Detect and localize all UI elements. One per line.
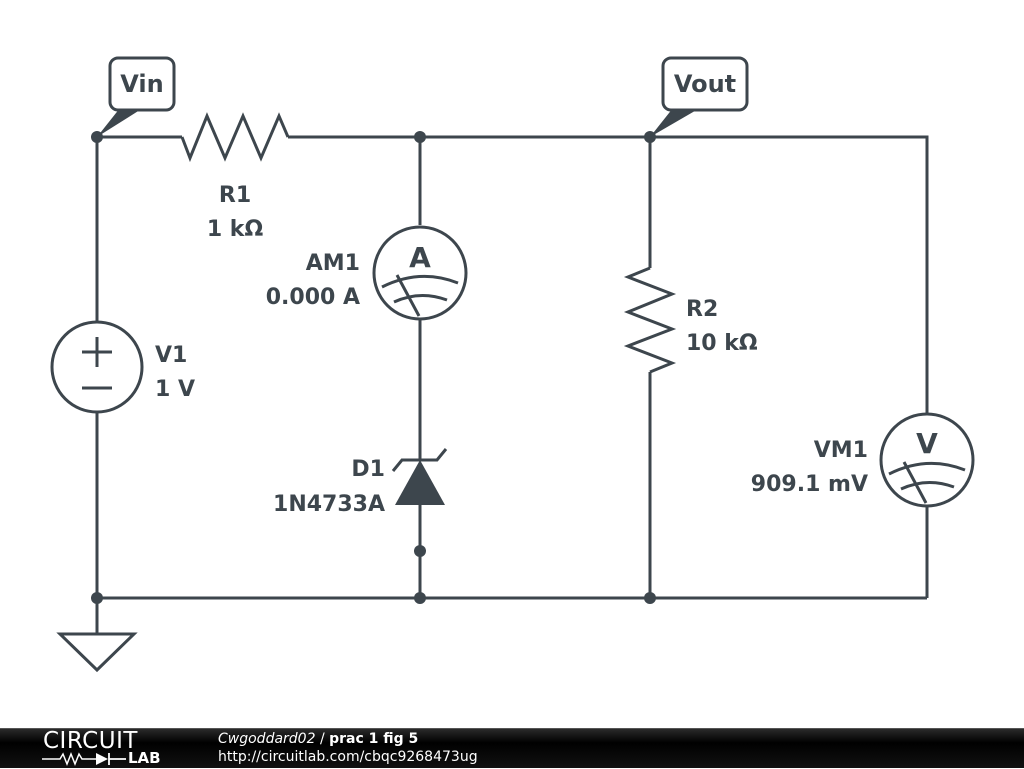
- voltmeter-vm1[interactable]: V VM1 909.1 mV: [751, 412, 975, 508]
- voltage-source-v1-name: V1: [155, 343, 187, 368]
- net-label-box: [108, 56, 176, 112]
- schematic-canvas: Vin Vout R1 1 kΩ V1 1 V A AM1 0.000 A D1…: [50, 56, 975, 673]
- voltmeter-vm1-value: 909.1 mV: [751, 472, 868, 497]
- zener-cathode-bar: [391, 448, 448, 472]
- voltmeter-letter: V: [916, 427, 938, 460]
- meter-scale-icon: [381, 274, 459, 317]
- logo-text-lab: LAB: [128, 749, 161, 767]
- ammeter-am1-name: AM1: [306, 251, 360, 276]
- circuit-url[interactable]: http://circuitlab.com/cbqc9268473ug: [218, 749, 478, 765]
- junction-dot: [414, 592, 426, 604]
- circuit-title[interactable]: prac 1 fig 5: [329, 731, 419, 747]
- net-label-pointer: [97, 108, 143, 137]
- resistor-r2-name: R2: [686, 297, 718, 322]
- wire-top-right: [288, 135, 929, 415]
- separator: /: [315, 731, 330, 747]
- resistor-diode-logo-icon: [42, 751, 126, 767]
- ground-icon: [56, 632, 138, 673]
- ammeter-letter: A: [409, 241, 431, 274]
- junction-dot: [91, 592, 103, 604]
- resistor-r2[interactable]: R2 10 kΩ: [623, 266, 758, 374]
- circuit-meta: Cwgoddard02 / prac 1 fig 5 http://circui…: [218, 730, 478, 766]
- resistor-r2-value: 10 kΩ: [686, 331, 758, 356]
- circuit-schematic: Vin Vout R1 1 kΩ V1 1 V A AM1 0.000 A D1…: [50, 56, 975, 673]
- resistor-r1[interactable]: R1 1 kΩ: [180, 112, 290, 242]
- net-label-text: Vout: [674, 70, 736, 98]
- diode-triangle-icon: [395, 460, 445, 505]
- voltmeter-vm1-name: VM1: [814, 438, 868, 463]
- voltage-source-v1[interactable]: V1 1 V: [50, 320, 195, 414]
- resistor-r2-symbol: [623, 266, 677, 374]
- resistor-r1-name: R1: [219, 183, 251, 208]
- net-label-vin[interactable]: Vin: [97, 56, 176, 137]
- zener-diode-d1[interactable]: D1 1N4733A: [273, 448, 448, 517]
- resistor-r1-value: 1 kΩ: [207, 217, 264, 242]
- voltage-source-v1-value: 1 V: [155, 377, 195, 402]
- junction-dot: [644, 592, 656, 604]
- ammeter-am1-symbol: [372, 225, 468, 321]
- zener-diode-d1-name: D1: [351, 457, 385, 482]
- zener-diode-d1-value: 1N4733A: [273, 492, 385, 517]
- resistor-r1-symbol: [180, 112, 290, 163]
- wires: [95, 135, 929, 633]
- net-label-box: [661, 56, 749, 112]
- ammeter-am1[interactable]: A AM1 0.000 A: [266, 225, 468, 321]
- net-label-text: Vin: [120, 70, 163, 98]
- author-link[interactable]: Cwgoddard02: [218, 731, 316, 747]
- logo-text-circuit: CIRCUIT: [43, 728, 138, 754]
- footer-bar: CIRCUIT LAB Cwgoddard02 / prac 1 fig 5 h…: [0, 728, 1024, 768]
- circuitlab-logo[interactable]: CIRCUIT LAB: [40, 729, 180, 769]
- net-label-vout[interactable]: Vout: [650, 56, 749, 137]
- plus-icon: [82, 337, 112, 367]
- junction-dot: [414, 131, 426, 143]
- ammeter-am1-value: 0.000 A: [266, 285, 360, 310]
- net-label-pointer: [650, 108, 700, 137]
- voltmeter-vm1-symbol: [879, 412, 975, 508]
- meter-scale-icon: [888, 461, 966, 504]
- ground-symbol: [56, 632, 138, 673]
- junction-dot: [414, 545, 426, 557]
